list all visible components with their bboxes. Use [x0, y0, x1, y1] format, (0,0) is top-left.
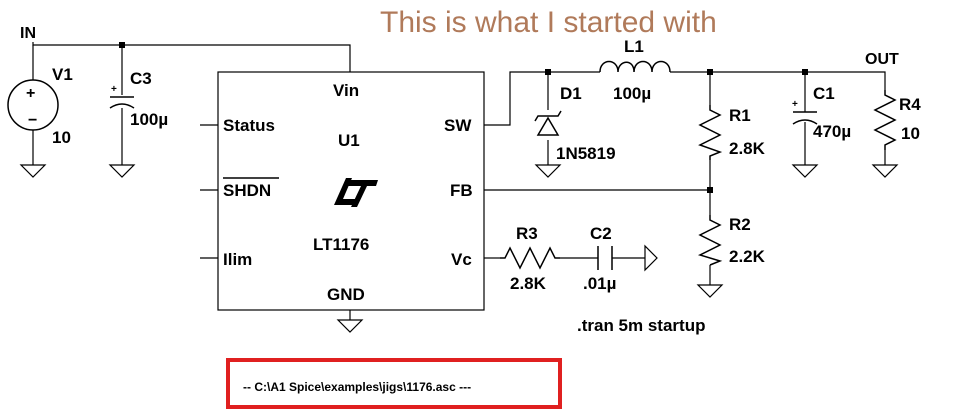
ground-icon [871, 164, 899, 178]
c3-capacitor: + [109, 84, 135, 109]
file-path: -- C:\A1 Spice\examples\jigs\1176.asc --… [243, 380, 471, 394]
lt-logo-icon [334, 178, 378, 207]
ground-icon [108, 164, 136, 178]
r1-resistor [698, 105, 723, 160]
spice-directive: .tran 5m startup [577, 316, 705, 335]
net-label-in: IN [20, 25, 36, 42]
c3-name: C3 [130, 69, 152, 88]
l1-inductor [599, 60, 671, 73]
u1-pin-shdn: SHDN [223, 181, 271, 200]
d1-diode [534, 110, 562, 136]
c2-value: .01µ [583, 274, 616, 293]
ground-symbols [19, 164, 899, 333]
r3-value: 2.8K [510, 274, 547, 293]
svg-text:+: + [111, 84, 117, 95]
r4-name: R4 [899, 95, 921, 114]
c3-value: 100µ [130, 110, 168, 129]
r2-value: 2.2K [729, 247, 766, 266]
u1-pin-status: Status [223, 116, 275, 135]
d1-name: D1 [560, 84, 582, 103]
r3-name: R3 [516, 224, 538, 243]
ground-icon [696, 284, 724, 298]
r3-resistor [500, 246, 560, 270]
net-label-out: OUT [865, 51, 899, 68]
c2-capacitor [597, 246, 613, 270]
r2-resistor [697, 215, 723, 266]
ground-icon [644, 244, 658, 272]
r2-name: R2 [729, 215, 751, 234]
v1-name: V1 [52, 65, 73, 84]
u1-pin-fb: FB [450, 181, 473, 200]
c1-capacitor: + [792, 99, 818, 125]
svg-text:−: − [28, 112, 37, 129]
svg-text:+: + [26, 85, 35, 102]
junctions [119, 42, 808, 193]
r1-name: R1 [729, 106, 751, 125]
c2-name: C2 [590, 224, 612, 243]
v1-value: 10 [52, 128, 71, 147]
u1-body [217, 71, 485, 311]
u1-pin-gnd: GND [327, 285, 365, 304]
c1-value: 470µ [813, 122, 851, 141]
ground-icon [19, 164, 47, 178]
u1-pin-vc: Vc [451, 250, 472, 269]
c1-name: C1 [813, 84, 835, 103]
u1-pin-ilim: Ilim [223, 250, 252, 269]
l1-name: L1 [624, 37, 644, 56]
u1-part: LT1176 [313, 235, 369, 254]
wires [32, 42, 886, 320]
ground-icon [336, 319, 364, 333]
schematic-title: This is what I started with [380, 6, 717, 39]
u1-name: U1 [338, 131, 360, 150]
svg-text:+: + [792, 99, 798, 110]
r4-value: 10 [901, 124, 920, 143]
ground-icon [791, 164, 819, 178]
v1-source: + − [7, 79, 59, 131]
u1-pin-sw: SW [444, 116, 472, 135]
u1-pin-vin: Vin [333, 81, 359, 100]
file-path-highlight-box [226, 358, 562, 409]
r4-resistor [873, 90, 897, 150]
l1-value: 100µ [613, 84, 651, 103]
d1-value: 1N5819 [556, 144, 616, 163]
ground-icon [534, 164, 562, 178]
r1-value: 2.8K [729, 139, 766, 158]
